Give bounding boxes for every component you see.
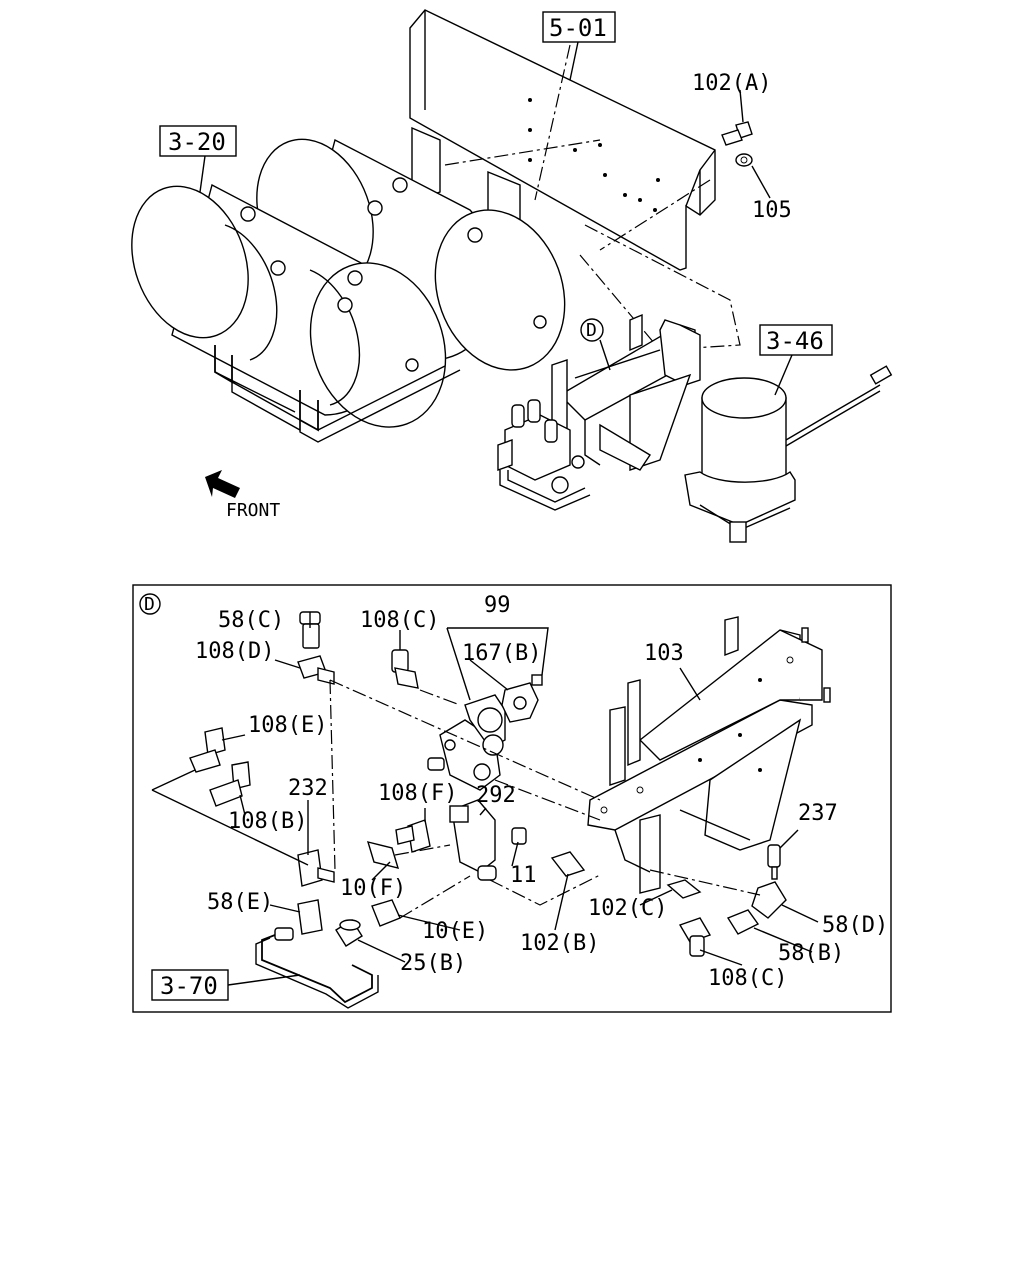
callout-58d: 58(D) bbox=[822, 913, 888, 938]
fitting-108d bbox=[297, 655, 335, 685]
nut-105 bbox=[735, 153, 753, 167]
bracket-assembly bbox=[551, 313, 701, 471]
front-label: FRONT bbox=[226, 500, 280, 521]
callout-108b: 108(B) bbox=[228, 809, 307, 834]
callout-102a: 102(A) bbox=[692, 71, 771, 96]
fitting-108e bbox=[189, 727, 226, 773]
callout-58e: 58(E) bbox=[207, 890, 273, 915]
callout-10f: 10(F) bbox=[340, 876, 406, 901]
bolt-102b bbox=[550, 851, 586, 877]
callout-108e: 108(E) bbox=[248, 713, 327, 738]
callout-25b: 25(B) bbox=[400, 951, 466, 976]
callout-58c: 58(C) bbox=[218, 608, 284, 633]
callout-108c-bottom: 108(C) bbox=[708, 966, 787, 991]
fitting-58d bbox=[751, 881, 787, 919]
air-dryer bbox=[684, 365, 893, 543]
fitting-108c-bottom bbox=[678, 917, 712, 957]
svg-text:5-01: 5-01 bbox=[549, 14, 607, 42]
svg-text:3-70: 3-70 bbox=[160, 972, 218, 1000]
fitting-108f bbox=[395, 819, 431, 853]
fitting-237 bbox=[767, 844, 781, 880]
ref-box-3-70: 3-70 bbox=[151, 969, 229, 1001]
upper-assembly: FRONT 102(A) 105 5-01 3-20 3-46 bbox=[131, 9, 893, 543]
callout-102c: 102(C) bbox=[588, 896, 667, 921]
callout-99: 99 bbox=[484, 593, 511, 618]
svg-text:3-46: 3-46 bbox=[766, 327, 824, 355]
bracket-103 bbox=[587, 616, 831, 894]
valve-99 bbox=[427, 694, 506, 791]
front-arrow-icon bbox=[205, 470, 240, 498]
fitting-232 bbox=[297, 849, 335, 887]
ref-box-3-46: 3-46 bbox=[759, 324, 833, 356]
fitting-58e bbox=[274, 899, 323, 941]
detail-marker-d: D bbox=[580, 318, 604, 342]
callout-292: 292 bbox=[476, 783, 516, 808]
fitting-58b bbox=[726, 909, 760, 935]
callout-237: 237 bbox=[798, 801, 838, 826]
svg-text:D: D bbox=[144, 594, 155, 615]
detail-d-panel: D bbox=[132, 584, 892, 1013]
valve-cluster bbox=[497, 399, 591, 511]
callout-103: 103 bbox=[644, 641, 684, 666]
callout-232: 232 bbox=[288, 776, 328, 801]
air-tank-front bbox=[131, 183, 447, 428]
svg-text:D: D bbox=[586, 320, 597, 341]
fitting-108c-top bbox=[391, 649, 419, 689]
solenoid-292 bbox=[449, 799, 497, 881]
callout-167b: 167(B) bbox=[462, 641, 541, 666]
callout-102b: 102(B) bbox=[520, 931, 599, 956]
part-167b bbox=[501, 674, 543, 723]
bolt-102a bbox=[721, 121, 753, 146]
ref-box-3-20: 3-20 bbox=[159, 125, 237, 157]
callout-105: 105 bbox=[752, 198, 792, 223]
fitting-10e bbox=[371, 899, 401, 927]
callout-108f: 108(F) bbox=[378, 781, 457, 806]
callout-58b: 58(B) bbox=[778, 941, 844, 966]
detail-panel-marker: D bbox=[139, 593, 161, 615]
callout-10e: 10(E) bbox=[422, 919, 488, 944]
plug-11 bbox=[511, 827, 527, 845]
ref-box-5-01: 5-01 bbox=[542, 11, 616, 43]
callout-108d: 108(D) bbox=[195, 639, 274, 664]
fitting-108b bbox=[209, 761, 251, 807]
svg-text:3-20: 3-20 bbox=[168, 128, 226, 156]
fitting-10f bbox=[366, 841, 400, 869]
callout-11: 11 bbox=[510, 863, 537, 888]
bolt-102c bbox=[666, 879, 702, 899]
callout-108c-top: 108(C) bbox=[360, 608, 439, 633]
switch-25b bbox=[335, 919, 363, 947]
